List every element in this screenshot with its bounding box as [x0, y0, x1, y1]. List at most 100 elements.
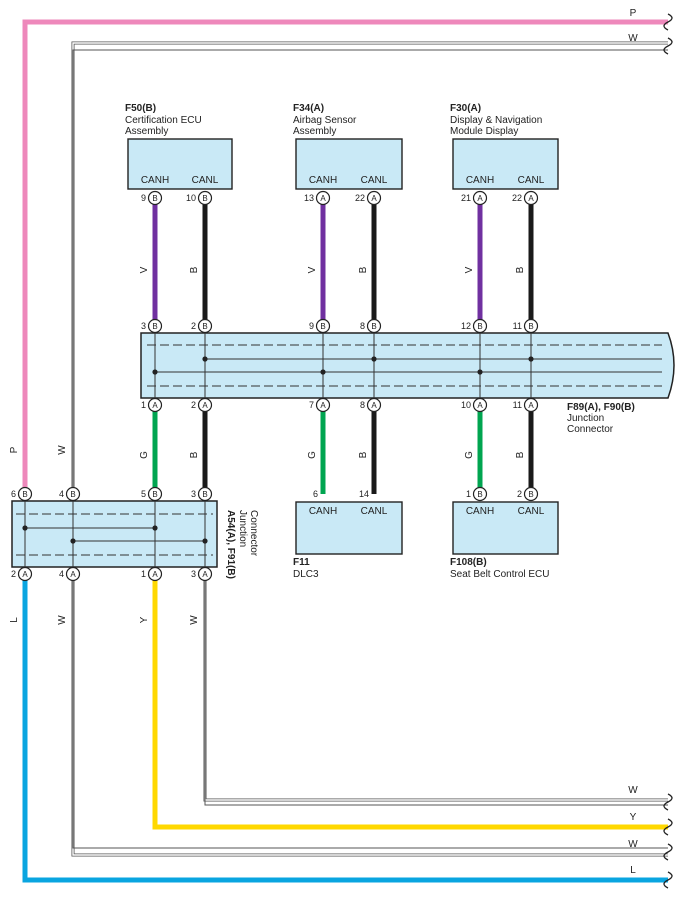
ecu-code: F34(A)	[293, 103, 324, 114]
junction-pin-conn: B	[320, 322, 325, 331]
junction-left-pin	[147, 566, 163, 582]
ecu-pin-conn: B	[202, 194, 207, 203]
wire-color-label: W	[57, 615, 68, 625]
wire-w-top-2	[72, 49, 668, 490]
wire-l-bottom	[22, 580, 668, 883]
junction-left-pin	[65, 486, 81, 502]
junction-pin	[147, 397, 163, 413]
device-pin	[472, 486, 488, 502]
junction-left-code: A54(A), F91(B)	[225, 510, 236, 579]
junction-left-pin-num: 2	[11, 569, 16, 579]
ecu-name: Display & Navigation	[450, 115, 542, 126]
edge-label-y: Y	[630, 812, 637, 823]
ecu-name: Certification ECU	[125, 115, 202, 126]
junction-left-pin-conn: A	[70, 570, 76, 579]
junction-left-pin	[65, 566, 81, 582]
junction-left-pin	[147, 486, 163, 502]
wire-color-label: P	[9, 446, 20, 453]
junction-left-pin-num: 4	[59, 489, 64, 499]
device-pin-conn: B	[528, 490, 533, 499]
ecu-name: Assembly	[125, 126, 168, 137]
junction-left-pin-conn: A	[152, 570, 158, 579]
junction-left-pin-num: 3	[191, 569, 196, 579]
wire-color-label: V	[139, 266, 150, 273]
junction-pin-conn: A	[320, 401, 326, 410]
wire-color-label: B	[515, 451, 526, 458]
edge-label-l: L	[630, 865, 636, 876]
junction-pin-conn: B	[528, 322, 533, 331]
device-pin-label: CANH	[309, 506, 337, 517]
ecu-pin-label: CANL	[192, 175, 219, 186]
ecu-name: Module Display	[450, 126, 518, 137]
junction-pin-conn: B	[477, 322, 482, 331]
junction-left-pin	[17, 486, 33, 502]
wire-color-label: B	[358, 266, 369, 273]
junction-left-pin-num: 3	[191, 489, 196, 499]
junction-pin-num: 1	[141, 400, 146, 410]
wire-w-bottom-3	[203, 580, 668, 802]
junction-pin	[315, 397, 331, 413]
ecu-box	[452, 138, 559, 190]
junction-pin-conn: A	[477, 401, 483, 410]
junction-left-pin	[197, 566, 213, 582]
junction-left-name: Connector	[248, 510, 259, 557]
wire-w-bottom-4	[204, 580, 668, 806]
junction-dot	[371, 356, 377, 362]
junction-left-pin-conn: A	[22, 570, 28, 579]
junction-dot	[202, 538, 208, 544]
edge-label-p: P	[630, 8, 637, 19]
device-pin-num: 1	[466, 489, 471, 499]
ecu-pin-label: CANH	[466, 175, 494, 186]
junction-left-pin-num: 5	[141, 489, 146, 499]
ecu-code: F30(A)	[450, 103, 481, 114]
junction-pin-conn: A	[202, 401, 208, 410]
wire-color-label: B	[515, 266, 526, 273]
junction-pin	[472, 397, 488, 413]
ecu-pin-num: 10	[186, 193, 196, 203]
device-pin-label: CANL	[518, 506, 545, 517]
ecu-pin-num: 22	[355, 193, 365, 203]
wire-break-mark	[663, 818, 673, 836]
wire-p-top	[22, 19, 668, 490]
ecu-pin	[472, 190, 488, 206]
device-pin-num: 2	[517, 489, 522, 499]
junction-left-pin	[197, 486, 213, 502]
ecu-pin-num: 13	[304, 193, 314, 203]
junction-pin	[366, 397, 382, 413]
ecu-pin-conn: A	[528, 194, 534, 203]
device-pin-label: CANL	[361, 506, 388, 517]
ecu-pin-conn: A	[320, 194, 326, 203]
junction-pin-conn: A	[528, 401, 534, 410]
ecu-pin-num: 22	[512, 193, 522, 203]
device-pin-num: 6	[313, 489, 318, 499]
junction-dot	[202, 356, 208, 362]
device-box	[295, 501, 403, 555]
junction-pin-num: 11	[513, 321, 522, 331]
junction-pin	[523, 397, 539, 413]
wire-w-bottom-1-core	[72, 580, 668, 856]
wire-color-label: B	[189, 451, 200, 458]
junction-pin-num: 8	[360, 321, 365, 331]
ecu-box	[295, 138, 403, 190]
ecu-pin-label: CANH	[309, 175, 337, 186]
junction-main-box	[140, 332, 675, 399]
ecu-pin	[315, 190, 331, 206]
ecu-code: F50(B)	[125, 103, 156, 114]
wire-break-mark	[663, 843, 673, 861]
device-code: F108(B)	[450, 557, 487, 568]
junction-dot	[320, 369, 326, 375]
ecu-pin-label: CANL	[361, 175, 388, 186]
wire-break-mark	[663, 13, 673, 31]
junction-dot	[22, 525, 28, 531]
wire-color-label: L	[9, 617, 20, 623]
ecu-pin	[366, 190, 382, 206]
edge-label-w: W	[628, 839, 638, 850]
wire-w-bottom-1	[71, 580, 668, 857]
junction-main-name: Junction	[567, 413, 604, 424]
junction-pin-conn: B	[202, 322, 207, 331]
junction-pin-num: 8	[360, 400, 365, 410]
junction-pin-conn: B	[371, 322, 376, 331]
edge-label-w: W	[628, 785, 638, 796]
ecu-pin-conn: A	[371, 194, 377, 203]
